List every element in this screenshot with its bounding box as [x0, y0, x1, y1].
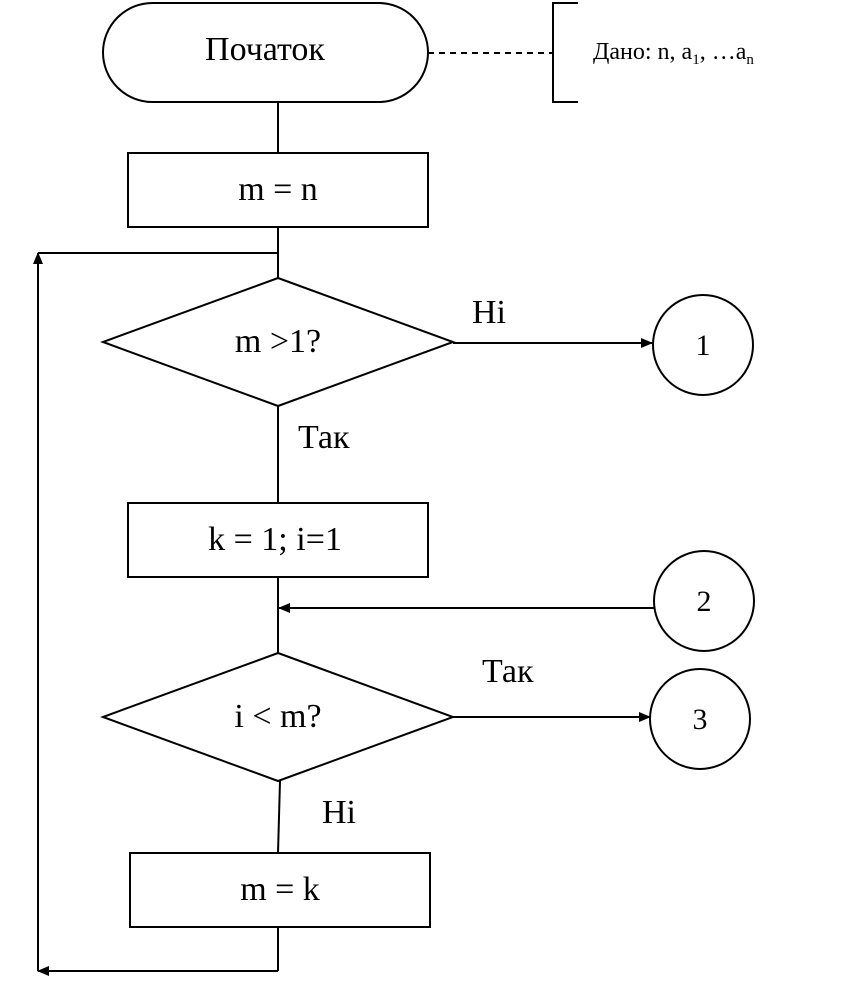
decision2-yes-label: Так — [482, 653, 534, 690]
decision1-no-label: Ні — [472, 294, 506, 331]
flow-decision2-no — [277, 780, 281, 854]
decision-i-less-m — [100, 651, 456, 783]
decision1-yes-label: Так — [298, 419, 350, 456]
connector-1-label: 1 — [696, 329, 711, 362]
connector-3-label: 3 — [693, 703, 708, 736]
decision-m-greater-1-label: m >1? — [235, 323, 321, 360]
given-annotation: Дано: n, a1, …an — [593, 39, 754, 68]
annotation-bracket — [552, 2, 578, 103]
process-m-equals-n — [127, 152, 429, 228]
decision-i-less-m-label: i < m? — [234, 698, 321, 735]
connector-3 — [649, 668, 751, 770]
connector-2 — [653, 550, 755, 652]
connector-1 — [652, 294, 754, 396]
process-m-equals-k — [129, 852, 431, 928]
connector-2-label: 2 — [697, 585, 712, 618]
decision2-no-label: Ні — [322, 794, 356, 831]
process-m-equals-k-label: m = k — [240, 871, 320, 908]
process-k-i-init-label: k = 1; i=1 — [208, 521, 342, 558]
start-label: Початок — [205, 31, 325, 68]
process-m-equals-n-label: m = n — [238, 171, 318, 208]
process-k-i-init — [127, 502, 429, 578]
